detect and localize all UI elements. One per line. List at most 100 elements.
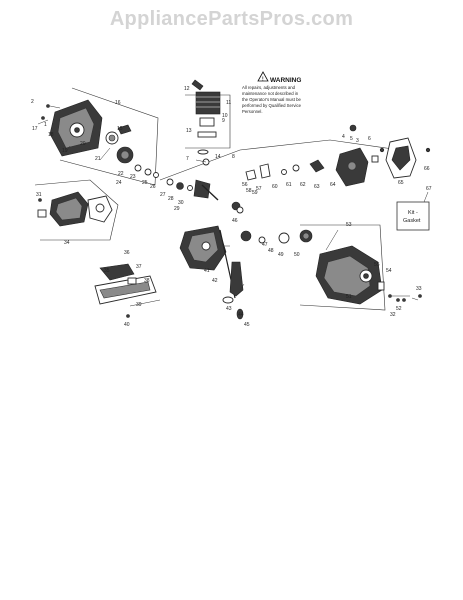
crankcase-assembly	[166, 178, 244, 214]
callout-62: 62	[300, 182, 306, 188]
callout-47: 47	[262, 242, 268, 248]
watermark: AppliancePartsPros.com	[109, 8, 354, 30]
callout-39: 39	[136, 302, 142, 308]
starter-pawl	[117, 124, 132, 135]
starter-housing-assembly	[41, 99, 159, 178]
kit-number-label: 67	[426, 186, 432, 192]
cylinder-assembly	[191, 79, 221, 166]
callout-19: 19	[62, 148, 68, 154]
clutch-drum	[240, 230, 252, 242]
callout-14: 14	[215, 154, 221, 160]
warning-line-5: Personnel.	[242, 109, 263, 114]
callout-27: 27	[160, 192, 166, 198]
callout-52: 52	[396, 306, 402, 312]
kit-line-2: Gasket	[403, 218, 421, 224]
callout-5: 5	[350, 136, 353, 142]
leader-lines	[37, 119, 419, 301]
callout-31: 31	[36, 192, 42, 198]
kit-line-1: Kit -	[408, 210, 418, 216]
callout-4: 4	[342, 134, 345, 140]
callout-9: 9	[222, 118, 225, 124]
warning-title: WARNING	[270, 77, 301, 84]
callout-63: 63	[314, 184, 320, 190]
warning-notice: ! WARNING All repairs, adjustments and m…	[242, 71, 302, 114]
spark-plug	[191, 79, 204, 91]
callout-11: 11	[226, 100, 231, 106]
callout-48: 48	[268, 248, 274, 254]
callout-57: 57	[256, 186, 262, 192]
callout-28: 28	[168, 196, 174, 202]
muffler-assembly	[245, 124, 431, 187]
kit-box-frame	[396, 201, 430, 231]
callout-20: 20	[80, 141, 86, 147]
callout-24: 24	[116, 180, 122, 186]
callout-15: 15	[117, 126, 123, 132]
callout-64: 64	[330, 182, 336, 188]
crankshaft	[193, 179, 211, 199]
callout-numbers: 1 2 3 4 5 6 7 8 9 10 11 12 13 14 15 16 1…	[31, 86, 430, 328]
callout-30: 30	[178, 200, 184, 206]
air-filter-assembly	[37, 191, 113, 227]
assembly-frames	[34, 87, 401, 311]
callout-18: 18	[48, 132, 54, 138]
callout-13: 13	[186, 128, 192, 134]
callout-32: 32	[390, 312, 396, 318]
callout-12: 12	[184, 86, 190, 92]
callout-22: 22	[118, 171, 124, 177]
callout-54: 54	[386, 268, 392, 274]
warning-line-2: maintenance not described in	[242, 91, 299, 96]
warning-line-4: performed by Qualified Service	[242, 103, 302, 108]
callout-17: 17	[32, 126, 38, 132]
callout-40: 40	[124, 322, 130, 328]
piston	[199, 117, 215, 127]
callout-61: 61	[286, 182, 292, 188]
callout-36: 36	[124, 250, 130, 256]
callout-25: 25	[142, 180, 148, 186]
clutch-housing-assembly	[240, 229, 422, 305]
callout-65: 65	[398, 180, 404, 186]
callout-1: 1	[44, 122, 47, 128]
callout-59: 59	[252, 190, 258, 196]
callout-33: 33	[416, 286, 422, 292]
callout-41: 41	[204, 268, 210, 274]
primer-bulb	[229, 261, 244, 297]
callout-58: 58	[246, 188, 252, 194]
callout-38: 38	[144, 278, 150, 284]
callout-6: 6	[368, 136, 371, 142]
fuel-cap	[349, 124, 357, 132]
warning-triangle-icon	[257, 71, 269, 82]
kit-gasket-box: 67 Kit - Gasket	[396, 186, 432, 231]
callout-49: 49	[278, 252, 284, 258]
callout-53: 53	[346, 222, 352, 228]
callout-8: 8	[232, 154, 235, 160]
cylinder-gasket	[197, 131, 217, 138]
warning-line-3: the Operator's Manual must be	[242, 97, 301, 102]
callout-42: 42	[212, 278, 218, 284]
svg-text:!: !	[262, 77, 264, 83]
callout-23: 23	[130, 174, 136, 180]
callout-10: 10	[222, 113, 228, 119]
callout-2: 2	[31, 99, 34, 105]
callout-56: 56	[242, 182, 248, 188]
cylinder	[195, 91, 221, 115]
callout-55: 55	[374, 262, 380, 268]
callout-7: 7	[186, 156, 189, 162]
callout-26: 26	[150, 184, 156, 190]
throttle-handle	[99, 263, 135, 281]
callout-16: 16	[115, 100, 121, 106]
callout-66: 66	[424, 166, 430, 172]
callout-35: 35	[104, 268, 110, 274]
callout-60: 60	[272, 184, 278, 190]
callout-45: 45	[244, 322, 250, 328]
warning-line-1: All repairs, adjustments and	[242, 85, 296, 90]
callout-34: 34	[64, 240, 70, 246]
handle-assembly	[94, 263, 161, 318]
callout-43: 43	[226, 306, 232, 312]
callout-37: 37	[136, 264, 142, 270]
callout-50: 50	[294, 252, 300, 258]
callout-46: 46	[232, 218, 238, 224]
callout-21: 21	[95, 156, 101, 162]
callout-3: 3	[356, 138, 359, 144]
callout-51: 51	[346, 294, 352, 300]
